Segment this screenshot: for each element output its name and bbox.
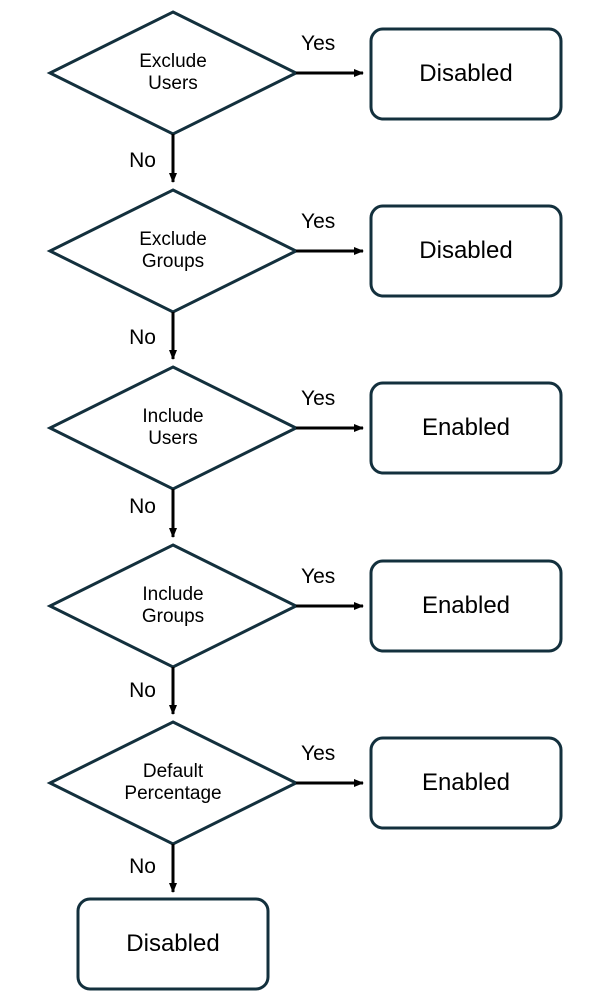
edge-label-yes-row-1: Yes [301, 32, 336, 55]
edge-label-no-row-2: No [129, 326, 156, 349]
terminal-shape-row-4[interactable] [369, 559, 563, 653]
decision-shape-exclude-groups[interactable] [46, 188, 300, 314]
edge-label-yes-row-2: Yes [301, 210, 336, 233]
edge-label-no-row-4: No [129, 679, 156, 702]
decision-shape-include-groups[interactable] [46, 543, 300, 669]
decision-shape-exclude-users[interactable] [46, 10, 300, 136]
edge-label-yes-row-5: Yes [301, 742, 336, 765]
edge-label-yes-row-4: Yes [301, 565, 336, 588]
edge-label-no-row-1: No [129, 149, 156, 172]
decision-shape-default-percentage[interactable] [46, 720, 300, 846]
edge-label-yes-row-3: Yes [301, 387, 336, 410]
edge-label-no-row-5: No [129, 855, 156, 878]
terminal-shape-row-5[interactable] [369, 736, 563, 830]
terminal-shape-row-1[interactable] [369, 27, 563, 121]
decision-shape-include-users[interactable] [46, 365, 300, 491]
edge-label-no-row-3: No [129, 495, 156, 518]
terminal-shape-row-2[interactable] [369, 204, 563, 298]
terminal-shape-row-3[interactable] [369, 381, 563, 475]
terminal-shape-final[interactable] [76, 897, 270, 991]
